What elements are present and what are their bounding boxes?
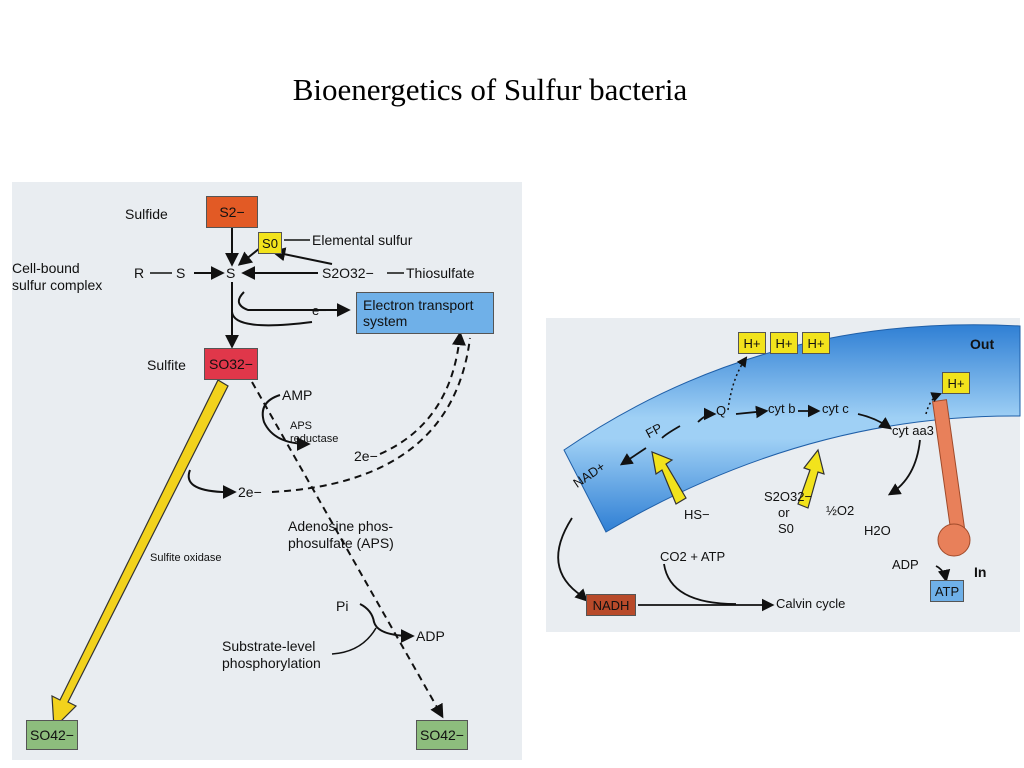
- aps-reductase-arrow: [261, 394, 311, 451]
- free-s-label: S: [226, 265, 236, 281]
- membrane-diagram: [557, 324, 1021, 612]
- proton-2-text: H+: [775, 335, 793, 351]
- or-label: or: [778, 505, 790, 520]
- quinone-label: Q: [716, 403, 727, 418]
- sulfite-label: Sulfite: [147, 357, 186, 373]
- cyt-b-label: cyt b: [768, 401, 796, 416]
- aps-reductase-line1: APS: [290, 420, 313, 432]
- nadh-box-text: NADH: [592, 597, 630, 613]
- atp-synthase-stalk: [932, 399, 967, 541]
- elemental-sulfur-box: S0: [258, 232, 282, 254]
- atp-synthase-head: [937, 523, 971, 557]
- outside-label: Out: [970, 336, 995, 352]
- lower-electron-dashed-arrow: [271, 337, 471, 493]
- membrane-electron-transport-panel: H+ H+ H+ H+ Out In Q cyt b cyt c cyt aa3…: [546, 318, 1021, 632]
- cytc-to-cytaa3-arrow: [857, 413, 893, 430]
- cyt-aa3-label: cyt aa3: [892, 423, 934, 438]
- atp-box: ATP: [930, 580, 964, 602]
- thiosulfate-right-label: S2O32−: [764, 489, 813, 504]
- pi-to-adp-arrow: [359, 603, 415, 643]
- half-oxygen-label: ½O2: [826, 503, 855, 518]
- cell-membrane-band: [563, 324, 1021, 533]
- proton-box-2: H+: [770, 332, 798, 354]
- adp-label: ADP: [416, 628, 445, 644]
- upper-electron-dashed-arrow: [379, 331, 466, 455]
- pi-label: Pi: [336, 598, 349, 614]
- proton-1-text: H+: [743, 335, 761, 351]
- substrate-level-label-line2: phosphorylation: [222, 655, 321, 671]
- slide-title: Bioenergetics of Sulfur bacteria: [292, 72, 688, 107]
- sulfite-oxidase-curve: [187, 469, 237, 499]
- adp-to-atp-arrow: [935, 565, 951, 583]
- left-pathway-arrows: [51, 228, 471, 730]
- q-proton-dotted-arrow: [727, 356, 748, 411]
- nad-to-nadh-arrow: [557, 517, 588, 602]
- aa3-to-oxygen-arrow: [887, 439, 921, 496]
- thiosulfate-formula: S2O32−: [322, 265, 374, 281]
- sulfite-box-text: SO32−: [209, 356, 253, 372]
- sulfide-box-text: S2−: [219, 204, 245, 220]
- sulfate-right-text: SO42−: [420, 727, 464, 743]
- sulfite-oxidase-yellow-arrow: [51, 379, 229, 730]
- sulfide-box: S2−: [206, 196, 258, 228]
- co2-atp-label: CO2 + ATP: [660, 549, 726, 564]
- sulfite-box: SO32−: [204, 348, 258, 380]
- etc-box-line2: system: [363, 313, 408, 329]
- bound-s-label: S: [176, 265, 186, 281]
- water-label: H2O: [864, 523, 891, 538]
- sulfate-box-left: SO42−: [26, 720, 78, 750]
- proton-4-text: H+: [947, 375, 965, 391]
- cell-bound-label-line2: sulfur complex: [12, 277, 103, 293]
- inside-label: In: [974, 564, 987, 580]
- aps-reductase-line2: reductase: [290, 433, 339, 445]
- nadh-box: NADH: [586, 594, 636, 616]
- r-group-label: R: [134, 265, 145, 281]
- elemental-sulfur-right-label: S0: [778, 521, 794, 536]
- upper-2e-label: 2e−: [354, 448, 378, 464]
- proton-box-1: H+: [738, 332, 766, 354]
- atp-box-text: ATP: [934, 583, 960, 599]
- thiosulfate-input-yellow-arrow: [797, 448, 825, 509]
- calvin-cycle-label: Calvin cycle: [776, 596, 846, 611]
- sulfide-label: Sulfide: [125, 206, 168, 222]
- proton-3-text: H+: [807, 335, 825, 351]
- substrate-level-label-line1: Substrate-level: [222, 638, 316, 654]
- thiosulfate-to-s0-arrow: [271, 247, 333, 265]
- co2-to-calvin-arrow: [663, 563, 737, 605]
- aps-label-line1: Adenosine phos-: [288, 518, 394, 534]
- sulfite-oxidase-label: Sulfite oxidase: [150, 552, 222, 564]
- elemental-sulfur-label: Elemental sulfur: [312, 232, 413, 248]
- aps-label-line2: phosulfate (APS): [288, 535, 394, 551]
- elemental-sulfur-box-text: S0: [262, 235, 278, 251]
- thiosulfate-label: Thiosulfate: [406, 265, 475, 281]
- cell-bound-label-line1: Cell-bound: [12, 260, 80, 276]
- amp-label: AMP: [282, 387, 313, 403]
- aps-pathway-dashed-arrow: [251, 381, 444, 719]
- electron-transport-system-box: Electron transport system: [356, 292, 494, 334]
- proton-box-4: H+: [942, 372, 970, 394]
- q-to-cytb-arrow: [735, 405, 769, 419]
- sulfur-oxidation-pathway-panel: Sulfide S2− S0 Elemental sulfur Cell-bou…: [12, 182, 522, 760]
- hydrogen-sulfide-label: HS−: [684, 507, 710, 522]
- proton-box-3: H+: [802, 332, 830, 354]
- fp-to-nad-arrow: [619, 447, 647, 466]
- cyt-c-label: cyt c: [822, 401, 849, 416]
- sulfate-box-right: SO42−: [416, 720, 468, 750]
- hs-input-yellow-arrow: [651, 451, 687, 505]
- electron-label: e−: [312, 303, 327, 318]
- lower-2e-label: 2e−: [238, 484, 262, 500]
- sulfate-left-text: SO42−: [30, 727, 74, 743]
- elemental-to-s-arrow: [237, 247, 261, 266]
- adp-right-label: ADP: [892, 557, 919, 572]
- etc-box-line1: Electron transport: [363, 297, 474, 313]
- electron-branch-arrow: [237, 291, 351, 317]
